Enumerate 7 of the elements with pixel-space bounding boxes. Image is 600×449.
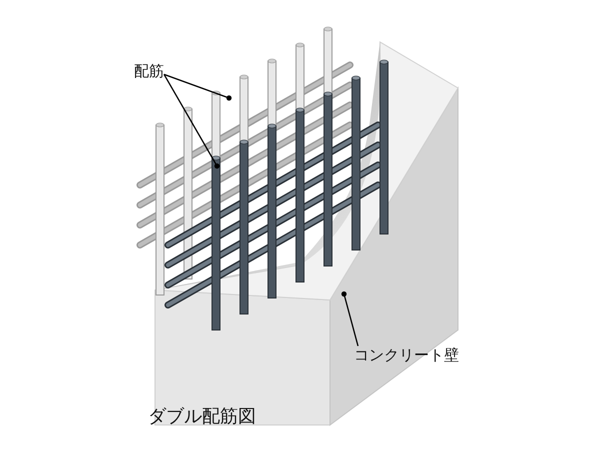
front-rebar-drawing [164,60,388,330]
caption: ダブル配筋図 [148,405,256,428]
callout-label: コンクリート壁 [354,346,459,365]
leader-line [163,74,220,169]
leader-line [341,291,359,346]
leader-line [164,74,232,101]
callout-label: 配筋 [134,62,164,81]
